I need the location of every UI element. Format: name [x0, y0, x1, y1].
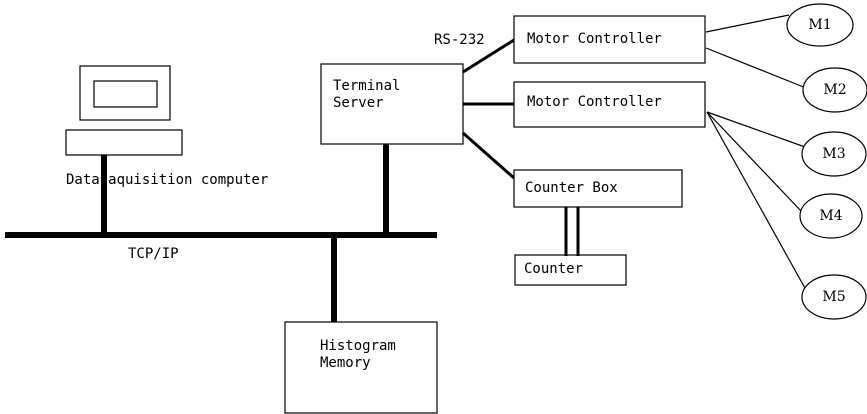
counter-box-label: Counter Box [525, 180, 618, 196]
motor-controller-1-to-m2-link [705, 47, 807, 89]
motor-controller-2-to-m4-link [706, 111, 803, 213]
motor-m3-ellipse [801, 131, 867, 177]
motor-m4-ellipse [799, 193, 863, 239]
terminal-server-to-motor-controller-1-link [462, 38, 515, 74]
rs232-link-label: RS-232 [434, 32, 485, 48]
tcpip-bus-label: TCP/IP [128, 246, 179, 262]
motor-controller-1-to-m1-link [705, 14, 790, 33]
terminal-server-label: Terminal Server [333, 78, 401, 111]
terminal-server-box [320, 63, 464, 145]
histogram-memory-label: Histogram Memory [320, 338, 396, 371]
counter-box-box [513, 169, 683, 208]
motor-m2-ellipse [802, 67, 867, 113]
motor-m3-label: M3 [822, 146, 846, 162]
motor-controller-1-label: Motor Controller [527, 31, 662, 47]
motor-controller-2-to-m5-link [706, 111, 807, 291]
motor-m5-label: M5 [822, 289, 846, 305]
counter-label: Counter [524, 261, 584, 277]
motor-m1-ellipse [786, 3, 854, 47]
motor-m1-label: M1 [808, 17, 832, 33]
motor-controller-1-box [513, 15, 706, 64]
counter-box [514, 254, 627, 286]
daq-computer-label: Data aquisition computer [66, 172, 269, 188]
motor-m4-label: M4 [819, 208, 843, 224]
motor-controller-2-to-m3-link [706, 111, 806, 148]
histogram-memory-box [284, 321, 438, 414]
terminal-server-to-counter-box-link [462, 131, 515, 180]
motor-m5-ellipse [801, 274, 867, 320]
monitor-screen [93, 80, 158, 108]
motor-controller-2-label: Motor Controller [527, 94, 662, 110]
computer-base-box [65, 129, 183, 156]
motor-m2-label: M2 [823, 82, 847, 98]
